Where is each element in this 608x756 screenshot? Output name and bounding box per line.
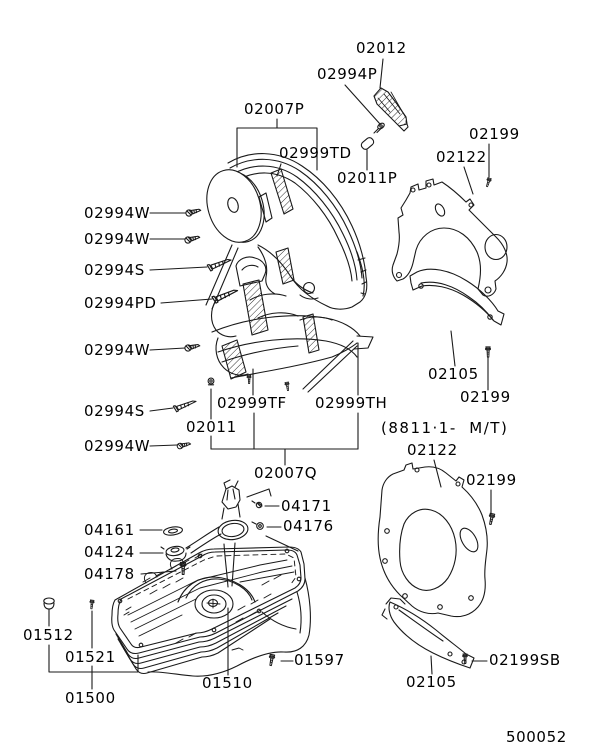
- part-label-02199SB: 02199SB: [489, 651, 561, 669]
- part-label-02994PD: 02994PD: [84, 294, 157, 312]
- part-label-02011: 02011: [186, 418, 237, 436]
- seal-cover-lower-drawing: [381, 597, 475, 669]
- part-label-02007Q: 02007Q: [254, 464, 318, 482]
- timing-belt-upper-cover-drawing: [206, 153, 368, 310]
- oil-strainer-drawing: [43, 479, 264, 610]
- part-label-02994W-2: 02994W: [84, 230, 151, 248]
- part-label-02122-2: 02122: [407, 441, 458, 459]
- part-label-02999TF: 02999TF: [217, 394, 287, 412]
- part-label-02994W-1: 02994W: [84, 204, 151, 222]
- part-label-02122-1: 02122: [436, 148, 487, 166]
- figure-code: 500052: [506, 728, 567, 746]
- part-label-04161: 04161: [84, 521, 135, 539]
- part-label-02994S-2: 02994S: [84, 402, 145, 420]
- part-label-02999TD: 02999TD: [279, 144, 352, 162]
- part-label-04178: 04178: [84, 565, 135, 583]
- rear-plate-lower-drawing: [377, 462, 488, 618]
- variant-note: (8811·1- M/T): [381, 419, 509, 437]
- part-label-02199-3: 02199: [466, 471, 517, 489]
- part-label-02007P: 02007P: [244, 100, 305, 118]
- part-label-01512: 01512: [23, 626, 74, 644]
- part-label-01510: 01510: [202, 674, 253, 692]
- timing-belt-lower-cover-drawing: [205, 244, 374, 393]
- part-label-01500: 01500: [65, 689, 116, 707]
- part-label-02999TH: 02999TH: [315, 394, 388, 412]
- part-label-02994P: 02994P: [317, 65, 378, 83]
- seal-cover-upper-drawing: [409, 268, 505, 326]
- part-label-02105-1: 02105: [428, 365, 479, 383]
- part-label-02105-2: 02105: [406, 673, 457, 691]
- part-label-04176: 04176: [283, 517, 334, 535]
- part-label-02994W-3: 02994W: [84, 341, 151, 359]
- part-label-02994S-1: 02994S: [84, 261, 145, 279]
- oil-pan-drawing: [111, 546, 311, 677]
- part-label-01597: 01597: [294, 651, 345, 669]
- part-label-02011P: 02011P: [337, 169, 398, 187]
- part-label-02199-2: 02199: [460, 388, 511, 406]
- part-label-02012: 02012: [356, 39, 407, 57]
- timing-belt-tensioner-bracket-drawing: [360, 87, 409, 150]
- part-label-02994W-4: 02994W: [84, 437, 151, 455]
- part-label-01521: 01521: [65, 648, 116, 666]
- rear-plate-upper-drawing: [391, 178, 508, 297]
- part-label-04171: 04171: [281, 497, 332, 515]
- part-label-02199-1: 02199: [469, 125, 520, 143]
- part-label-04124: 04124: [84, 543, 135, 561]
